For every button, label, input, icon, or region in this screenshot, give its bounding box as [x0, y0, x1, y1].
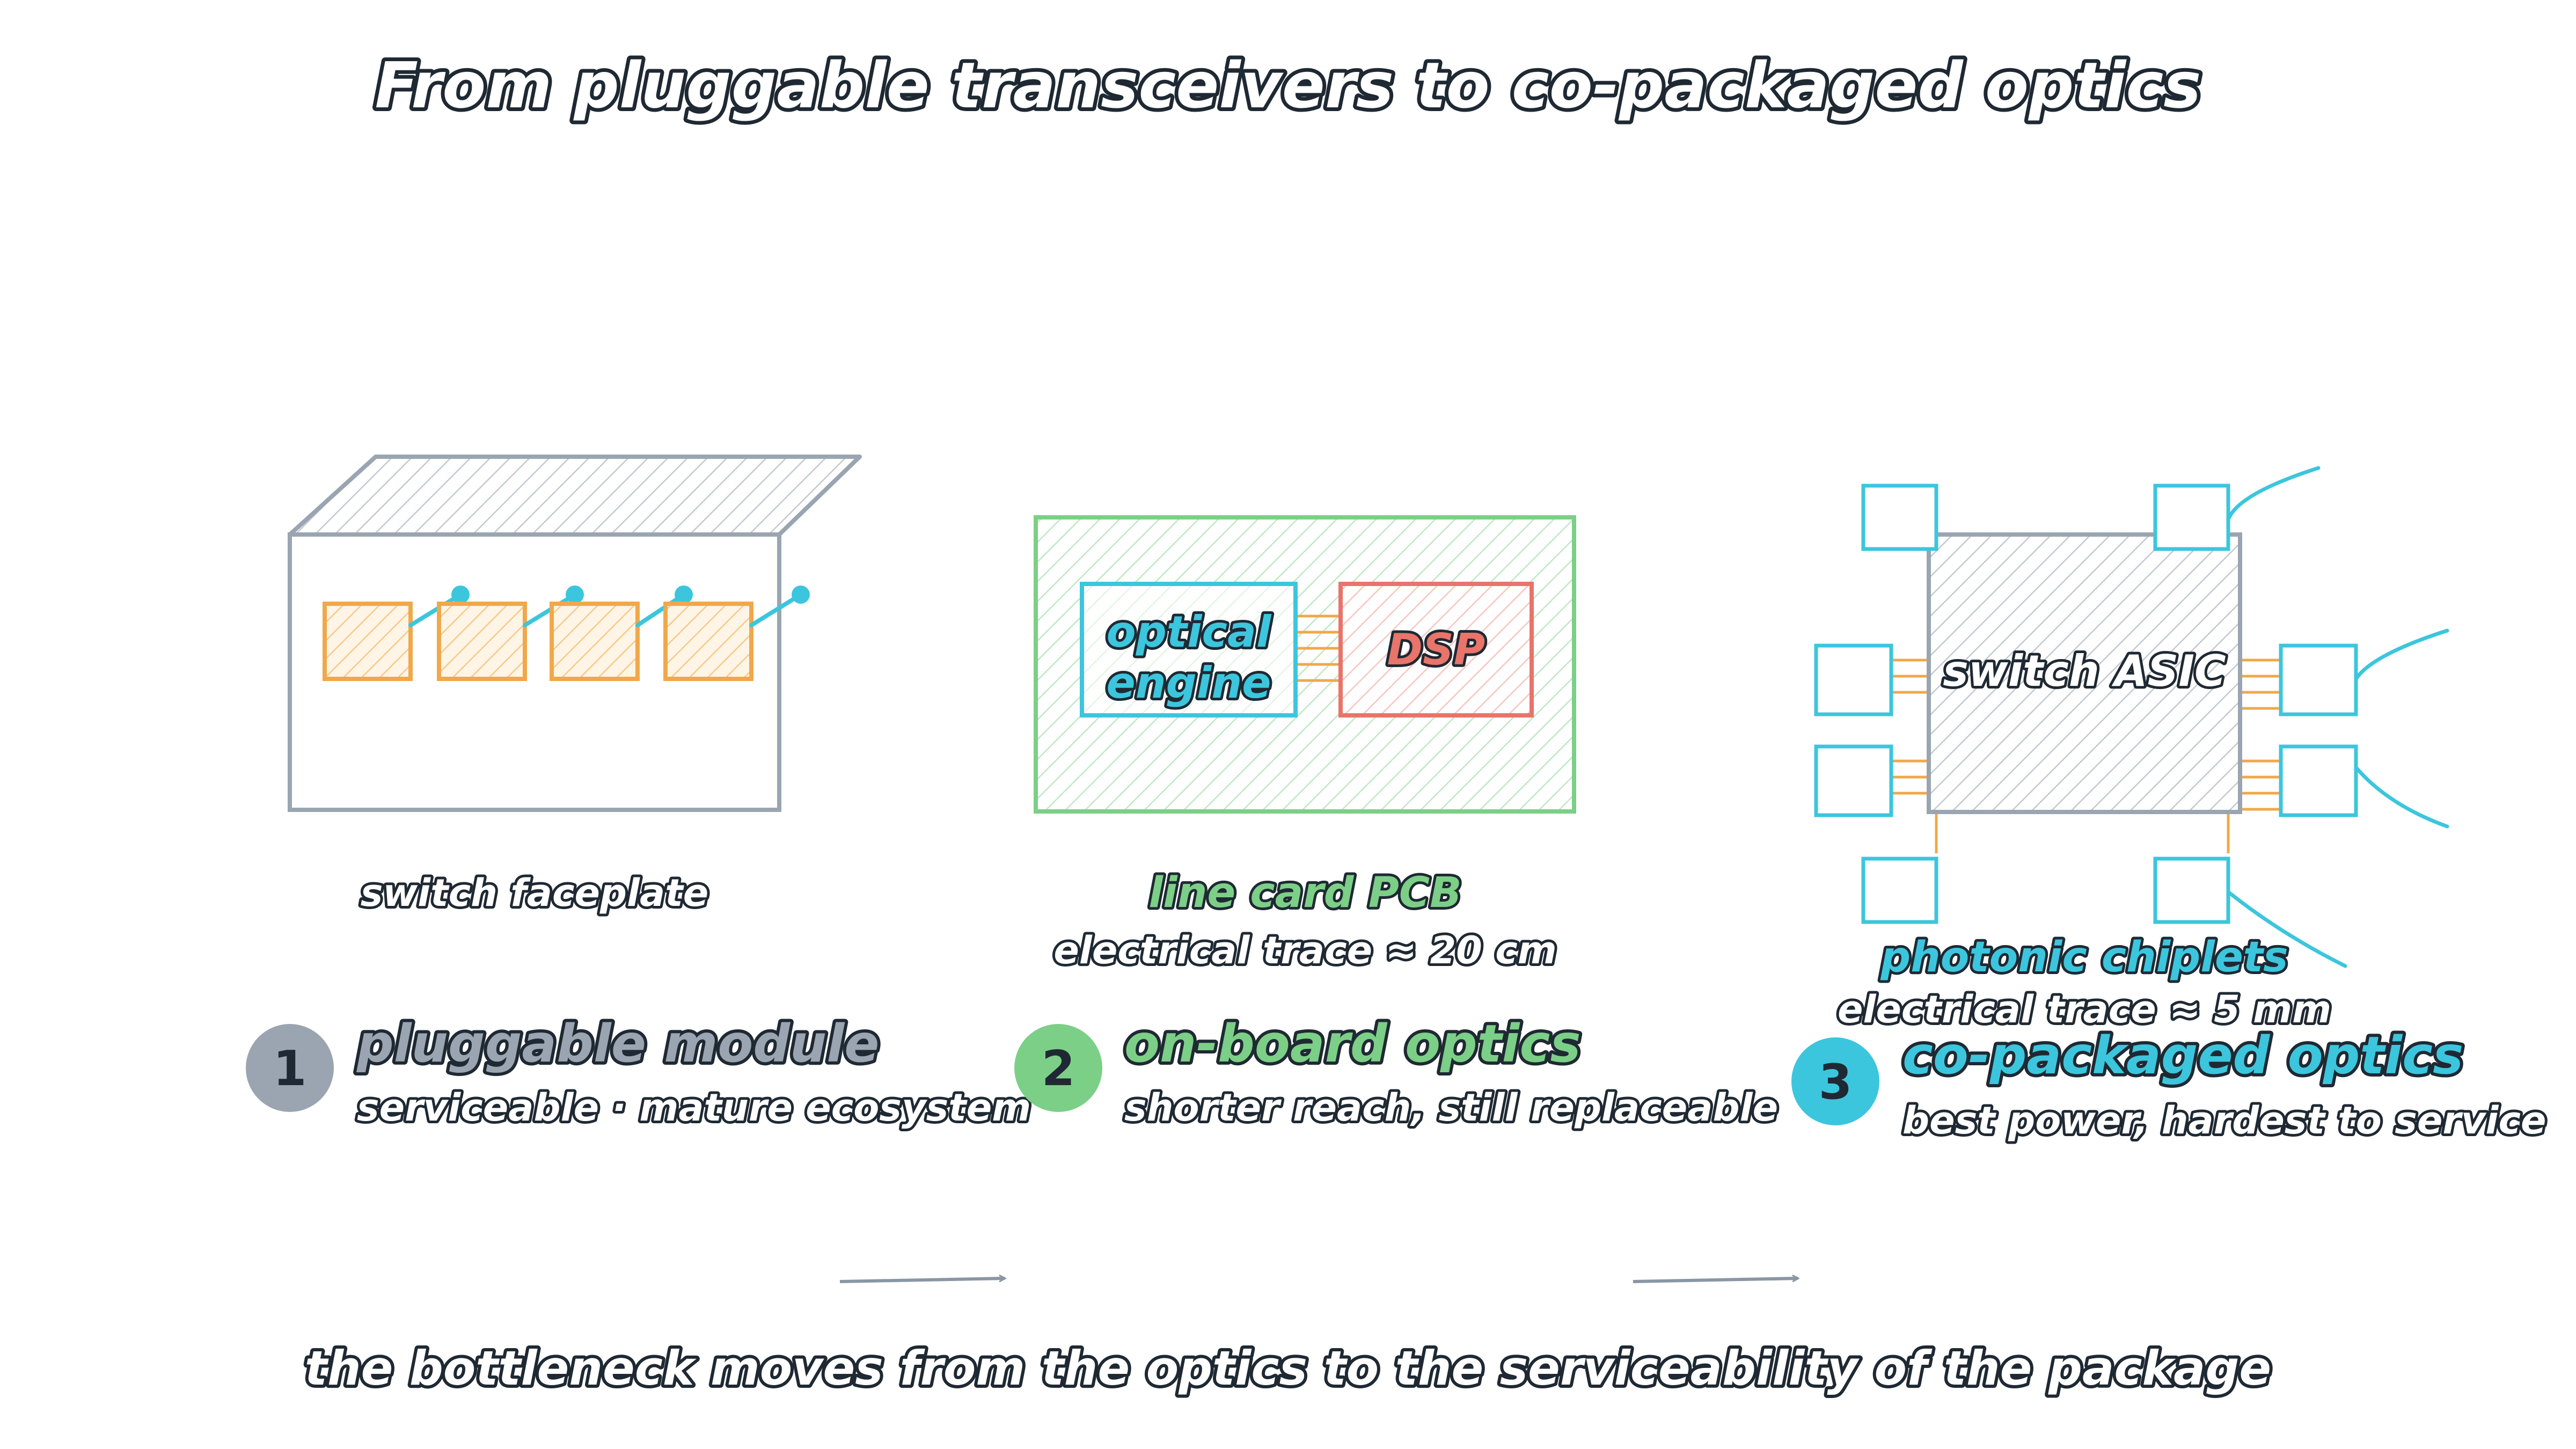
stage-3-detail: best power, hardest to service	[1902, 1099, 2546, 1143]
faceplate-caption: switch faceplate	[361, 871, 708, 915]
stage-1-badge	[246, 1024, 334, 1112]
stage-1-detail: serviceable · mature ecosystem	[357, 1086, 1031, 1130]
switch-asic-label: switch ASIC	[1943, 646, 2226, 696]
stage-1: 1 pluggable module serviceable · mature …	[246, 1011, 1034, 1132]
stage-3: 3 co-packaged optics best power, hardest…	[1791, 1022, 2549, 1145]
photonic-chiplets	[1814, 484, 2358, 924]
dsp-box	[1338, 582, 1534, 718]
chiplet-left-lower	[1814, 744, 1893, 817]
chiplet-left-upper	[1814, 643, 1893, 716]
stage-3-heading: co-packaged optics	[1902, 1026, 2463, 1086]
chiplet-right-lower	[2279, 744, 2358, 817]
line-card-caption: line card PCB	[1148, 869, 1461, 917]
stage-1-heading: pluggable module	[356, 1014, 879, 1074]
optical-engine-label-line2: engine	[1106, 658, 1271, 708]
fiber-1	[408, 592, 463, 627]
stage-2-heading: on-board optics	[1124, 1014, 1581, 1074]
chiplets-caption: photonic chiplets	[1880, 933, 2288, 982]
pluggable-module-3	[550, 586, 693, 681]
stage-2: 2 on-board optics shorter reach, still r…	[1014, 1011, 1781, 1132]
line-card-panel: optical engine DSP line card PCB electri…	[1034, 515, 1576, 975]
chiplet-top-left	[1861, 484, 1938, 551]
fiber-4	[749, 592, 803, 627]
fiber-3	[635, 592, 686, 627]
optical-to-dsp-traces	[1296, 614, 1341, 682]
fiber-connector-1	[451, 586, 470, 604]
switch-faceplate-panel: switch faceplate	[288, 455, 862, 918]
chiplet-fibers	[2226, 466, 2449, 968]
line-card-trace-length: electrical trace ≈ 20 cm	[1053, 928, 1556, 972]
faceplate-top-face	[288, 455, 862, 537]
chiplet-top-right	[2153, 484, 2230, 551]
fiber-connector-4	[792, 586, 810, 604]
optical-engine-label-line1: optical	[1107, 607, 1272, 657]
switch-asic	[1927, 532, 2242, 814]
stage-2-detail: shorter reach, still replaceable	[1124, 1086, 1778, 1130]
page-title: From pluggable transceivers to co-packag…	[375, 48, 2201, 122]
co-packaged-panel: switch ASIC photonic chiplets electrical…	[1814, 466, 2449, 1034]
chiplet-right-upper	[2279, 643, 2358, 716]
pluggable-module-4	[663, 586, 810, 681]
stage-3-number: 3	[1819, 1054, 1853, 1110]
optical-engine-box	[1080, 582, 1298, 718]
stage-2-number: 2	[1042, 1041, 1075, 1097]
chiplets-trace-length: electrical trace ≈ 5 mm	[1838, 987, 2331, 1031]
pluggable-module-1	[323, 586, 470, 681]
fiber-connector-3	[675, 586, 693, 604]
stage-2-badge	[1014, 1024, 1102, 1112]
fiber-connector-2	[566, 586, 584, 604]
footer-takeaway: the bottleneck moves from the optics to …	[305, 1341, 2271, 1396]
stage-3-badge	[1791, 1037, 1879, 1125]
stage-1-number: 1	[273, 1041, 307, 1097]
chiplet-bottom-right	[2153, 857, 2230, 924]
progress-arrow-1	[839, 1278, 1005, 1283]
chiplet-bottom-left	[1861, 857, 1938, 924]
progress-arrow-2	[1633, 1278, 1798, 1283]
pluggable-module-2	[437, 586, 584, 681]
dsp-label: DSP	[1387, 625, 1485, 675]
